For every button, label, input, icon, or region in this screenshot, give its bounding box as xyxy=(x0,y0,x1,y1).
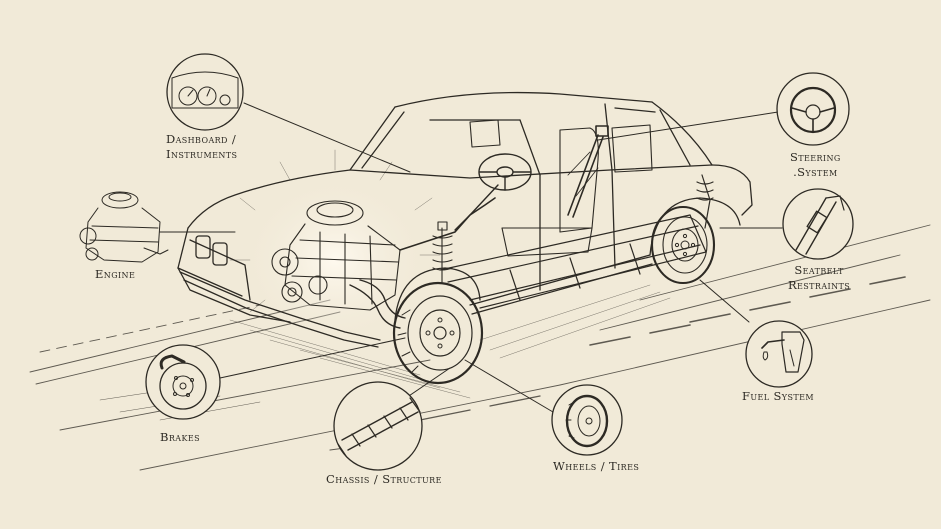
tire-icon xyxy=(551,384,623,456)
car-front-wheel xyxy=(392,281,484,385)
car-body xyxy=(177,91,753,348)
label-steering-line1: Steering xyxy=(790,150,841,164)
label-fuel-system: Fuel System xyxy=(742,389,814,403)
car-shadow xyxy=(229,284,671,399)
car-rear-wheel xyxy=(650,205,716,285)
label-seatbelt-line1: Seatbelt xyxy=(794,263,844,277)
label-steering-line2: .System xyxy=(793,165,838,179)
label-seatbelt-restraints: Seatbelt Restraints xyxy=(788,263,850,293)
car-seats xyxy=(469,119,653,257)
leader-lines xyxy=(159,102,783,413)
fuel-nozzle-icon xyxy=(745,320,813,388)
car-chassis xyxy=(439,174,714,309)
engine-block-icon xyxy=(79,191,169,263)
label-steering-system: Steering .System xyxy=(790,150,841,180)
label-dashboard-line1: Dashboard / xyxy=(166,132,237,146)
label-chassis-structure: Chassis / Structure xyxy=(326,472,442,486)
label-wheels-tires: Wheels / Tires xyxy=(553,459,640,473)
dashboard-gauges-icon xyxy=(166,53,244,131)
brake-disc-icon xyxy=(145,344,221,420)
car-front-suspension xyxy=(432,221,453,283)
label-engine: Engine xyxy=(95,267,136,281)
label-brakes: Brakes xyxy=(160,430,200,444)
seatbelt-icon xyxy=(782,188,854,260)
glow-rays xyxy=(229,149,441,313)
chassis-frame-icon xyxy=(333,381,423,471)
steering-wheel-icon xyxy=(776,72,850,146)
label-dashboard-line2: Instruments xyxy=(166,147,238,161)
label-dashboard-instruments: Dashboard / Instruments xyxy=(166,132,237,162)
label-seatbelt-line2: Restraints xyxy=(788,278,851,292)
car-seatbelt xyxy=(567,125,609,218)
